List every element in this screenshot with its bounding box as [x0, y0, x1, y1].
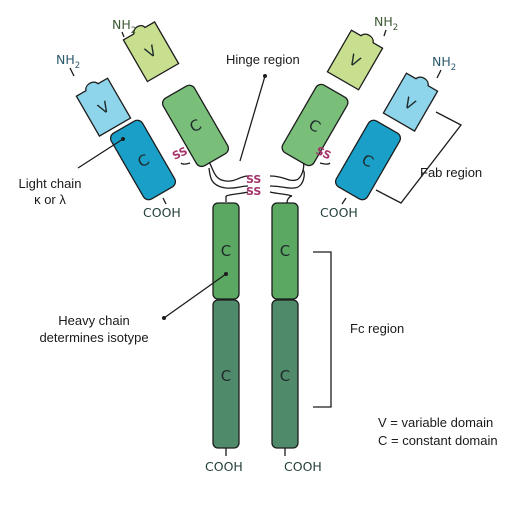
- left-light-cooh-tick: [162, 197, 167, 205]
- left-heavy-ch3-label: C: [221, 367, 231, 385]
- left-light-constant-domain: C: [109, 119, 177, 201]
- light-chain-leader: [77, 138, 124, 169]
- right-heavy-variable-shape: [326, 29, 384, 91]
- left-heavy-ch1-shape: [161, 84, 230, 168]
- right-heavy-ch2-shape: [271, 202, 299, 300]
- right-light-constant-domain: C: [334, 119, 402, 201]
- right-light-variable-shape: [382, 72, 439, 132]
- right-light-variable-domain: V: [382, 72, 439, 132]
- fc-bracket: [313, 251, 332, 408]
- hinge-leader-dot: [263, 74, 267, 78]
- heavy-chain-label: Heavy chain: [58, 313, 130, 328]
- hinge-leader: [239, 75, 266, 162]
- right-light-cooh-tick: [341, 197, 347, 205]
- left-light-nh2-tick: [69, 67, 75, 77]
- left-light-cooh: COOH: [143, 205, 181, 220]
- disulfide-bonds: SS SS SS SS: [170, 144, 333, 198]
- light-chain-label: Light chain: [19, 176, 82, 191]
- hinge-ss-upper: SS: [246, 173, 261, 186]
- left-heavy-variable-domain: V: [122, 21, 180, 83]
- leader-lines: [77, 74, 267, 320]
- right-light-cooh: COOH: [320, 205, 358, 220]
- right-heavy-ch1-domain: C: [281, 83, 349, 167]
- left-heavy-nh2-tick: [121, 31, 125, 38]
- heavy-chain-leader-end-dot: [224, 272, 228, 276]
- left-heavy-fc: C C COOH: [205, 202, 243, 474]
- left-light-variable-shape: [75, 77, 132, 137]
- left-heavy-cooh: COOH: [205, 459, 243, 474]
- right-heavy-ch2-label: C: [280, 242, 290, 260]
- right-heavy-cooh: COOH: [284, 459, 322, 474]
- right-heavy-variable-domain: V: [326, 29, 384, 91]
- right-heavy-ch3-label: C: [280, 367, 290, 385]
- hinge-region-label: Hinge region: [226, 52, 300, 67]
- left-light-nh2: NH2: [56, 52, 80, 71]
- left-heavy-variable-shape: [122, 21, 180, 83]
- right-light-nh2: NH2: [432, 54, 456, 73]
- heavy-chain-isotype-label: determines isotype: [39, 330, 148, 345]
- right-light-nh2-tick: [436, 69, 442, 79]
- heavy-chain-leader: [163, 273, 227, 319]
- left-interchain-ss: SS: [170, 144, 189, 162]
- fc-region-label: Fc region: [350, 321, 404, 336]
- left-heavy-ch2-label: C: [221, 242, 231, 260]
- heavy-chain-leader-dot: [162, 316, 166, 320]
- legend-constant: C = constant domain: [378, 433, 498, 448]
- right-light-constant-shape: [334, 119, 402, 201]
- legend-variable: V = variable domain: [378, 415, 493, 430]
- fab-bracket: [375, 111, 462, 204]
- right-heavy-ch1-shape: [281, 83, 349, 167]
- right-heavy-fc: C C COOH: [271, 202, 322, 474]
- left-heavy-ch1-domain: C: [161, 84, 230, 168]
- right-heavy-nh2-tick: [383, 29, 387, 37]
- hinge-ss-lower: SS: [246, 185, 261, 198]
- fab-region-label: Fab region: [420, 165, 482, 180]
- right-heavy-nh2: NH2: [374, 14, 398, 33]
- left-heavy-nh2: NH2: [112, 17, 136, 36]
- left-heavy-ch2-shape: [212, 202, 240, 300]
- left-light-constant-shape: [109, 119, 177, 201]
- light-chain-type-label: κ or λ: [34, 192, 66, 207]
- left-light-variable-domain: V: [75, 77, 132, 137]
- light-chain-leader-dot: [121, 137, 125, 141]
- right-interchain-ss: SS: [314, 144, 333, 162]
